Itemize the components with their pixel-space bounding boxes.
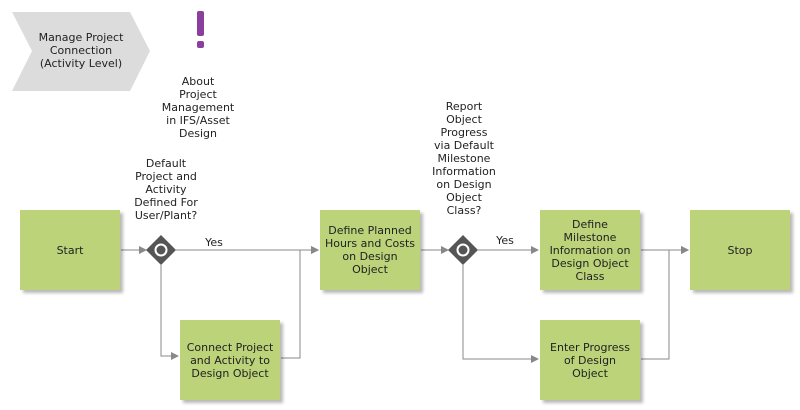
gateway-1-question: Default Project and Activity Defined For… — [134, 157, 198, 222]
activity-enter-progress[interactable]: Enter Progress of Design Object — [540, 320, 640, 400]
annotation-about: About Project Management in IFS/Asset De… — [161, 75, 235, 140]
activity-define-milestone[interactable]: Define Milestone Information on Design O… — [540, 210, 640, 290]
gateway-2-question: Report Object Progress via Default Miles… — [432, 100, 496, 217]
process-chevron — [12, 12, 150, 91]
connector-gw1-connect — [160, 265, 179, 360]
activity-define-planned-hours[interactable]: Define Planned Hours and Costs on Design… — [320, 210, 420, 290]
gateway-1-yes-label: Yes — [205, 236, 223, 249]
gateway-1 — [146, 235, 176, 265]
stop-event[interactable]: Stop — [690, 210, 790, 290]
gateway-2 — [448, 235, 478, 265]
activity-connect-project[interactable]: Connect Project and Activity to Design O… — [180, 320, 280, 400]
start-event[interactable]: Start — [20, 210, 120, 290]
connector-gw2-enter-progress — [462, 265, 539, 363]
connector-enter-progress-stop — [641, 246, 689, 360]
exclamation-icon — [197, 11, 204, 48]
process-title: Manage Project Connection (Activity Leve… — [38, 31, 124, 70]
gateway-2-yes-label: Yes — [496, 234, 514, 247]
connector-connect-define-planned — [281, 246, 319, 359]
